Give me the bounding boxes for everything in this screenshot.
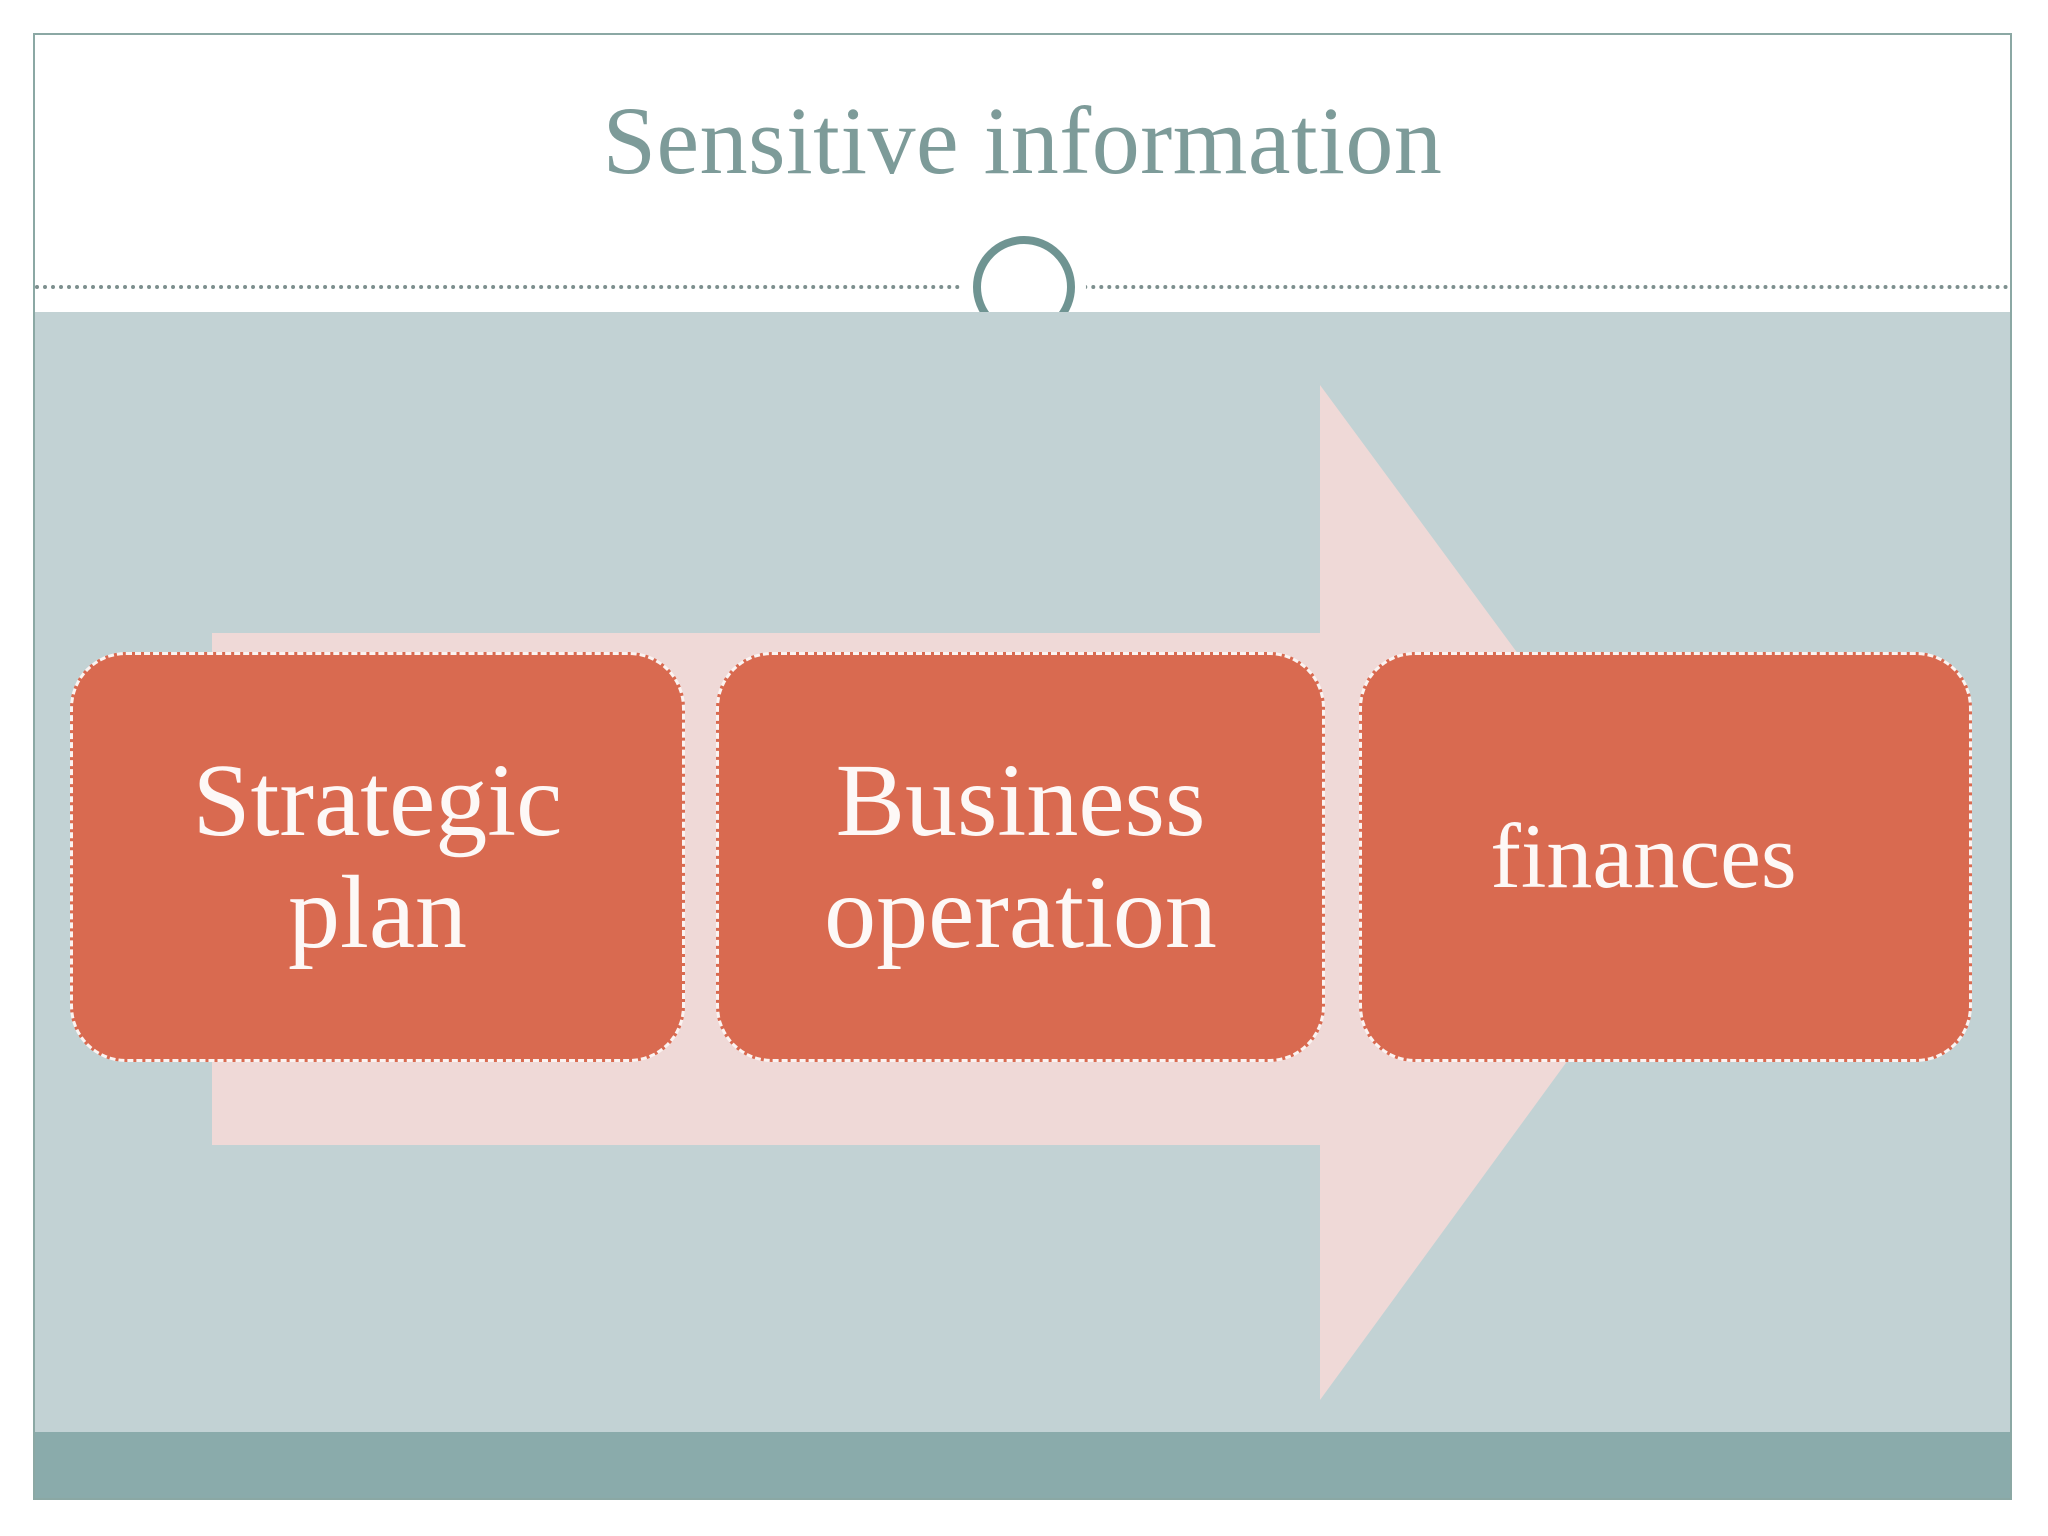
process-step-label: Strategic plan [192,742,563,970]
slide-footer-bar [35,1432,2010,1498]
process-step-strategic-plan[interactable]: Strategic plan [70,652,685,1062]
slide-frame: Sensitive information Strategic plan Bus… [33,33,2012,1500]
process-step-label: finances [1490,805,1797,908]
slide-body: Strategic plan Business operation financ… [35,312,2010,1432]
process-step-label: Business operation [824,742,1217,970]
slide-header: Sensitive information [35,35,2010,349]
process-step-finances[interactable]: finances [1359,652,1972,1062]
page-title: Sensitive information [602,87,1443,194]
process-step-business-operation[interactable]: Business operation [716,652,1325,1062]
